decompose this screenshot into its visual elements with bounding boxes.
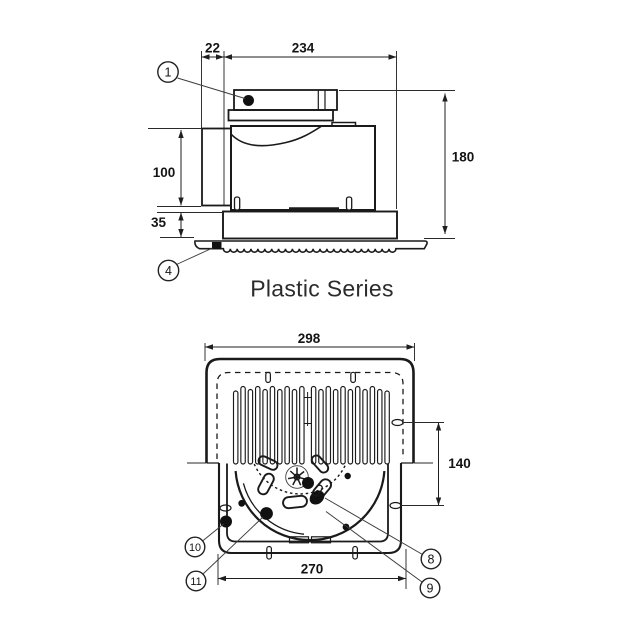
dim-cutout-label: 140	[448, 456, 471, 471]
keyhole-slot-upper-right	[391, 418, 404, 427]
dim-overall-label: 298	[298, 331, 321, 346]
dim-flange-label: 35	[151, 215, 167, 230]
dim-width-label: 234	[292, 41, 315, 56]
keyhole-slot-lower-left	[219, 504, 232, 512]
callout-11-marker	[260, 507, 273, 520]
frame-flange	[222, 210, 398, 240]
body-slot-bottom-left	[266, 545, 272, 560]
bottom-view-arrowheads	[205, 344, 442, 582]
grille-slot-top-right	[350, 371, 356, 384]
scroll-housing-arc	[234, 470, 386, 542]
callout-4-label: 4	[165, 264, 172, 278]
impeller-dot-marker	[302, 477, 314, 489]
bottom-view-dimension-lines	[205, 346, 439, 579]
callout-4-bubble	[157, 259, 180, 282]
body-slot-bottom-right	[352, 545, 358, 560]
blade-edge-detail	[312, 484, 323, 497]
fan-side-outline	[194, 89, 428, 253]
bottom-view: 10 11 8 9 298 140 270	[184, 331, 471, 599]
callout-11-label: 11	[190, 576, 201, 588]
dim-body-label: 270	[301, 562, 324, 577]
louver-fins	[232, 385, 390, 465]
side-view: 1 4 22 234 180 100 35	[148, 41, 475, 282]
screw-dot-left	[238, 499, 246, 507]
mounting-plate	[226, 463, 389, 543]
terminal-box-seam	[317, 90, 326, 110]
dim-height-label: 180	[452, 150, 475, 165]
side-view-leaders	[176, 77, 246, 265]
callout-10-bubble	[184, 536, 206, 558]
duct-spigot	[201, 127, 232, 207]
grille-slot-top-left	[265, 371, 271, 384]
motor-hub	[285, 465, 309, 489]
callout-10-label: 10	[189, 542, 201, 554]
mounting-foot-right	[345, 196, 353, 211]
side-view-extension-lines	[148, 51, 455, 239]
side-view-arrowheads	[178, 54, 448, 237]
collar	[227, 109, 334, 122]
dim-spigot-label: 22	[205, 41, 220, 56]
callout-1-label: 1	[165, 66, 172, 80]
grille-outer-square	[205, 357, 415, 463]
callout-8-label: 8	[428, 552, 435, 566]
fan-body-square	[217, 463, 403, 555]
callout-1-marker	[243, 95, 254, 106]
callout-11-bubble	[185, 570, 207, 592]
top-tab	[331, 121, 357, 126]
callout-8-bubble	[420, 548, 442, 570]
hidden-edge-dashed	[216, 371, 404, 459]
screw-dot-right	[344, 472, 351, 480]
louver-center-mark	[303, 392, 312, 426]
keyhole-slot-lower-right	[389, 501, 402, 510]
mounting-foot-left	[233, 196, 241, 211]
motor-housing	[230, 125, 376, 211]
housing-scroll-curve	[230, 125, 322, 147]
dim-duct-label: 100	[153, 165, 176, 180]
bottom-view-leaders	[202, 497, 423, 583]
callout-1-bubble	[157, 61, 179, 83]
grille-panel-side	[194, 240, 428, 253]
series-title: Plastic Series	[250, 276, 394, 302]
callout-9-bubble	[419, 577, 441, 599]
callout-4-marker	[212, 242, 222, 249]
callout-9-label: 9	[427, 581, 434, 595]
